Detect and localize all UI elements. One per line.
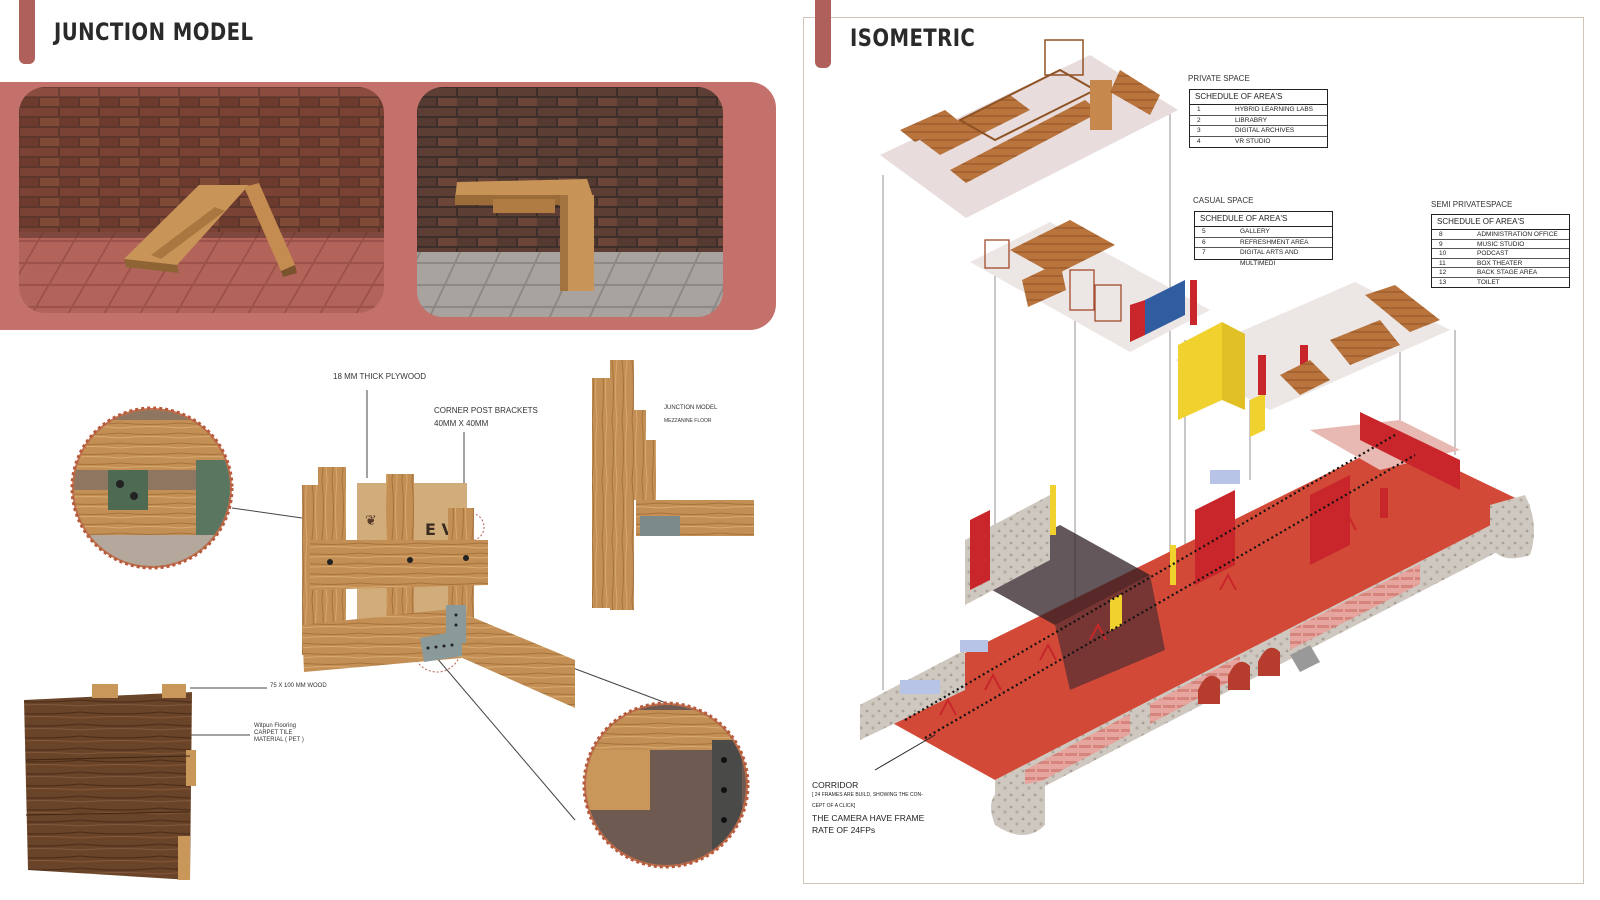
camera-line2: RATE OF 24FPs xyxy=(812,824,876,835)
casual-space-level xyxy=(970,220,1210,352)
detail-circle-bracket-bottom xyxy=(582,701,750,869)
corridor-note-line1: [ 24 FRAMES ARE BUILD, SHOWING THE CON- xyxy=(812,791,923,798)
bench-model-bracket xyxy=(455,179,594,291)
corridor-leader xyxy=(874,734,936,771)
isometric-drawing xyxy=(860,39,1534,835)
corridor-note: CORRIDOR [ 24 FRAMES ARE BUILD, SHOWING … xyxy=(812,780,924,837)
corridor-path xyxy=(904,434,1416,739)
photo-bench-model-1 xyxy=(19,87,384,313)
semi-private-label: SEMI PRIVATESPACE xyxy=(1431,200,1513,209)
label-flooring-line1: Witpun Flooring xyxy=(254,723,297,729)
casual-schedule-title: SCHEDULE OF AREA'S xyxy=(1195,212,1332,227)
label-brackets-line1: CORNER POST BRACKETS xyxy=(434,406,538,415)
isometric-title: ISOMETRIC xyxy=(850,24,976,52)
isometric-accent-tab xyxy=(815,0,831,68)
isometric-frame xyxy=(803,17,1584,884)
private-space-level xyxy=(880,39,1178,218)
casual-space-label: CASUAL SPACE xyxy=(1193,196,1254,205)
photo-bench-model-2 xyxy=(417,87,723,317)
flooring-sample xyxy=(24,684,196,880)
svg-text:❦: ❦ xyxy=(365,513,377,529)
junction-model-main: ❦ E VE xyxy=(302,467,575,708)
semi-schedule-title: SCHEDULE OF AREA'S xyxy=(1432,215,1569,230)
label-wood: 75 X 100 MM WOOD xyxy=(270,683,327,689)
private-space-label: PRIVATE SPACE xyxy=(1188,74,1250,83)
private-schedule-title: SCHEDULE OF AREA'S xyxy=(1190,90,1327,105)
title-accent-tab xyxy=(19,0,35,64)
junction-model-side xyxy=(592,360,754,610)
label-plywood: 18 MM THICK PLYWOOD xyxy=(333,372,427,381)
corridor-note-line2: CEPT OF A CLICK] xyxy=(812,802,856,809)
detail-circle-bracket-top xyxy=(70,406,234,570)
label-junction-sub: MEZZANINE FLOOR xyxy=(664,418,712,424)
camera-line1: THE CAMERA HAVE FRAME xyxy=(812,812,925,823)
ground-floor-level xyxy=(860,412,1534,835)
label-brackets-line2: 40MM X 40MM xyxy=(434,419,489,428)
label-flooring-line2: CARPET TILE xyxy=(254,730,293,736)
junction-drawings: ❦ E VE xyxy=(24,360,754,880)
corridor-label: CORRIDOR xyxy=(812,780,859,790)
label-junction-title: JUNCTION MODEL xyxy=(664,405,718,411)
bench-model-sloped xyxy=(124,183,297,277)
semi-private-level xyxy=(1175,282,1450,437)
label-flooring-line3: MATERIAL ( PET ) xyxy=(254,737,304,743)
junction-model-title: JUNCTION MODEL xyxy=(54,18,254,46)
